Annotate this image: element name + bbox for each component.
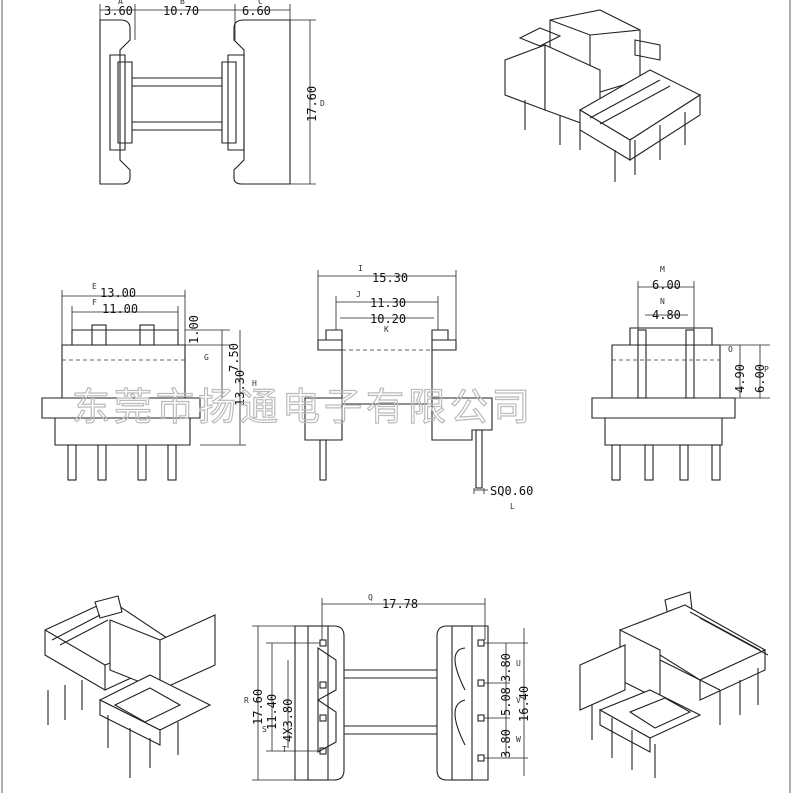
letter-u: U <box>516 659 521 668</box>
right-view: 6.00 M 4.80 N 4.90 O 6.00 P <box>591 265 770 481</box>
letter-h: H <box>252 379 257 388</box>
dim-a: 3.60 <box>104 4 133 18</box>
letter-q-bottom: Q <box>368 593 373 602</box>
letter-m: L <box>510 502 515 511</box>
watermark-text: 东莞市扬通电子有限公司 <box>72 385 534 429</box>
dim-c: 6.60 <box>242 4 271 18</box>
dim-n: 6.00 <box>652 278 681 292</box>
letter-l: K <box>384 325 389 334</box>
dim-g: 1.00 <box>187 315 201 344</box>
letter-s: S <box>262 725 267 734</box>
dim-i: 13.30 <box>233 370 247 406</box>
bottom-view: 17.78 Q 17.60 R 11.40 S <box>244 593 531 781</box>
top-view: 3.60 10.70 6.60 A B C 17.60 D <box>99 0 325 185</box>
dim-p: 4.90 <box>733 364 747 393</box>
dim-u: 3.80 <box>499 653 513 682</box>
letter-w: W <box>516 735 521 744</box>
letter-p: O <box>728 345 733 354</box>
letter-k: J <box>356 290 361 299</box>
dim-r: 17.60 <box>251 689 265 725</box>
dim-x: 16.40 <box>517 686 531 722</box>
dim-h: 7.50 <box>227 343 241 372</box>
isometric-view-top <box>504 9 702 182</box>
letter-n: M <box>660 265 665 274</box>
isometric-view-bottom-left <box>44 595 216 778</box>
dim-f: 11.00 <box>102 302 138 316</box>
dim-o: 4.80 <box>652 308 681 322</box>
letter-b: B <box>180 0 185 6</box>
letter-g: G <box>204 353 209 362</box>
front-view: 13.00 E 11.00 F 1.00 7.50 G 13.30 H <box>41 282 257 481</box>
isometric-view-bottom-right <box>579 591 769 778</box>
dim-v: 5.08 <box>499 687 513 716</box>
letter-f: F <box>92 298 97 307</box>
letter-r: R <box>244 696 249 705</box>
dim-t: 4X3.80 <box>281 699 295 742</box>
side-view: 15.30 I 11.30 J 10.20 K SQ0.60 L <box>304 264 533 511</box>
letter-a: A <box>118 0 123 6</box>
dim-e: 13.00 <box>100 286 136 300</box>
dim-l: 10.20 <box>370 312 406 326</box>
dim-w: 3.80 <box>499 729 513 758</box>
dim-m: SQ0.60 <box>490 484 533 498</box>
dim-q-bottom: 17.78 <box>382 597 418 611</box>
letter-q: P <box>764 365 769 374</box>
letter-c: C <box>258 0 263 6</box>
letter-t: T <box>282 745 287 754</box>
dim-j: 15.30 <box>372 271 408 285</box>
letter-v: V <box>516 696 521 705</box>
letter-j: I <box>358 264 363 273</box>
dim-b: 10.70 <box>163 4 199 18</box>
letter-e: E <box>92 282 97 291</box>
letter-d: D <box>320 99 325 108</box>
dim-q: 6.00 <box>753 364 767 393</box>
letter-o: N <box>660 297 665 306</box>
dim-d: 17.60 <box>305 86 319 122</box>
dim-s: 11.40 <box>265 694 279 730</box>
dim-k: 11.30 <box>370 296 406 310</box>
